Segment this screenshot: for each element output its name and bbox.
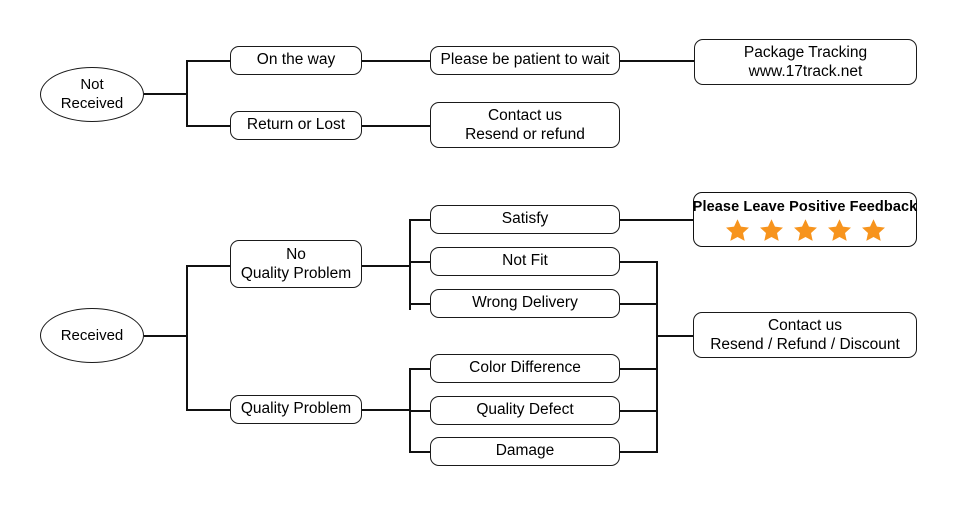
star-icon[interactable] (759, 218, 784, 243)
node-contact-us-resend-refund[interactable]: Contact us Resend or refund (430, 102, 620, 148)
node-color-difference[interactable]: Color Difference (430, 354, 620, 383)
connector-color-difference-to-merge (620, 368, 658, 370)
connector-not-fit-to-merge (620, 261, 658, 263)
node-satisfy[interactable]: Satisfy (430, 205, 620, 234)
connector-not-received-bus (186, 60, 188, 126)
connector-return-lost-to-contact (362, 125, 430, 127)
connector-damage-to-merge (620, 451, 658, 453)
node-no-quality-problem[interactable]: No Quality Problem (230, 240, 362, 288)
node-package-tracking[interactable]: Package Tracking www.17track.net (694, 39, 917, 85)
node-contact-us-resend-refund-discount[interactable]: Contact us Resend / Refund / Discount (693, 312, 917, 358)
star-icon[interactable] (725, 218, 750, 243)
connector-received-bus (186, 265, 188, 410)
connector-to-color-difference (409, 368, 431, 370)
connector-to-wrong-delivery (409, 303, 431, 305)
connector-to-satisfy (409, 219, 431, 221)
node-wrong-delivery[interactable]: Wrong Delivery (430, 289, 620, 318)
connector-to-return-or-lost (186, 125, 230, 127)
node-not-received[interactable]: Not Received (40, 67, 144, 122)
node-on-the-way[interactable]: On the way (230, 46, 362, 75)
connector-to-quality-problem (186, 409, 230, 411)
node-not-fit[interactable]: Not Fit (430, 247, 620, 276)
node-received[interactable]: Received (40, 308, 144, 363)
star-rating[interactable] (725, 218, 886, 243)
star-icon[interactable] (861, 218, 886, 243)
node-quality-defect[interactable]: Quality Defect (430, 396, 620, 425)
connector-quality-defect-to-merge (620, 410, 658, 412)
connector-to-on-the-way (186, 60, 230, 62)
star-icon[interactable] (793, 218, 818, 243)
feedback-card[interactable]: Please Leave Positive Feedback (693, 192, 917, 247)
node-quality-problem[interactable]: Quality Problem (230, 395, 362, 424)
node-please-be-patient[interactable]: Please be patient to wait (430, 46, 620, 75)
connector-on-the-way-to-wait (362, 60, 430, 62)
connector-nqp-to-bus (362, 265, 410, 267)
connector-to-no-quality-problem (186, 265, 230, 267)
connector-nqp-bus (409, 219, 411, 310)
connector-to-not-fit (409, 261, 431, 263)
connector-not-received-to-junction (144, 93, 187, 95)
connector-wrong-delivery-to-merge (620, 303, 658, 305)
feedback-label: Please Leave Positive Feedback (692, 199, 918, 215)
connector-merge-to-contact (656, 335, 694, 337)
star-icon[interactable] (827, 218, 852, 243)
connector-satisfy-to-feedback (620, 219, 694, 221)
node-damage[interactable]: Damage (430, 437, 620, 466)
connector-received-to-junction (144, 335, 187, 337)
connector-merge-bus (656, 261, 658, 452)
node-return-or-lost[interactable]: Return or Lost (230, 111, 362, 140)
connector-wait-to-tracking (620, 60, 694, 62)
connector-qp-to-bus (362, 409, 410, 411)
connector-to-damage (409, 451, 431, 453)
connector-to-quality-defect (409, 410, 431, 412)
